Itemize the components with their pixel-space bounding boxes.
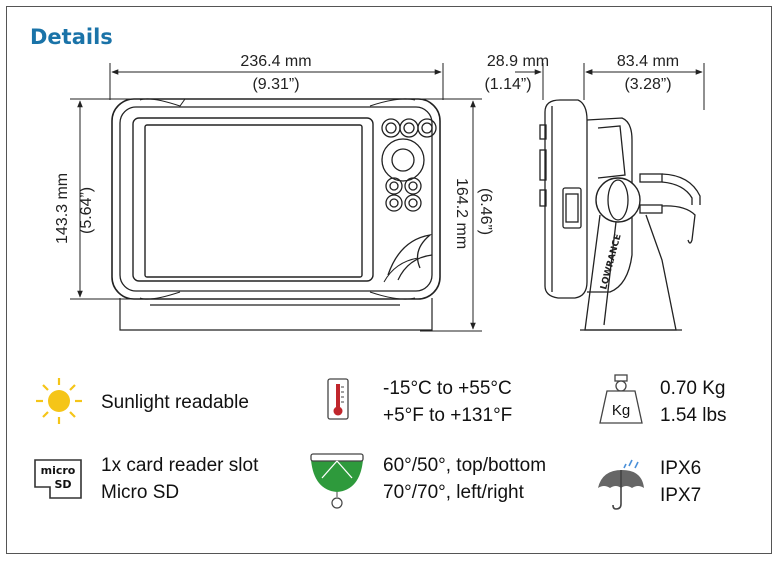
weight-lbs: 1.54 lbs [660, 405, 727, 426]
viewing-angle-horizontal: 70°/70°, left/right [383, 482, 524, 503]
width-mm-label: 236.4 mm [240, 53, 312, 70]
total-height-in-label: (6.46”) [477, 188, 494, 236]
umbrella-rain-icon [598, 459, 644, 510]
base-in-label: (3.28”) [624, 76, 672, 93]
sun-icon [36, 378, 82, 424]
viewing-angle-vertical: 60°/50°, top/bottom [383, 455, 547, 476]
ip-rating-6: IPX6 [660, 458, 702, 479]
screen-height-mm-label: 143.3 mm [54, 172, 71, 244]
card-label-bottom: SD [54, 478, 71, 491]
unit-side-view [539, 99, 701, 331]
weight-icon: Kg [599, 374, 643, 424]
weight-kg: 0.70 Kg [660, 378, 726, 399]
width-in-label: (9.31”) [252, 76, 300, 93]
weight-badge-text: Kg [612, 402, 630, 419]
card-type-label: Micro SD [101, 482, 180, 503]
unit-front-view [111, 98, 441, 331]
ip-rating-7: IPX7 [660, 485, 702, 506]
depth-mm-label: 28.9 mm [486, 53, 550, 70]
sunlight-label: Sunlight readable [101, 392, 249, 413]
section-title: Details [30, 25, 113, 49]
micro-sd-card-icon: micro SD [34, 459, 82, 499]
base-mm-label: 83.4 mm [616, 53, 680, 70]
thermometer-icon [327, 378, 349, 420]
depth-in-label: (1.14”) [484, 76, 532, 93]
viewing-angle-icon [310, 453, 364, 509]
temperature-celsius: -15°C to +55°C [383, 378, 512, 399]
screen-height-in-label: (5.64”) [78, 186, 95, 234]
brand-text: LOWRANCE [599, 233, 623, 291]
card-label-top: micro [41, 464, 76, 477]
temperature-fahrenheit: +5°F to +131°F [383, 405, 513, 426]
card-reader-label: 1x card reader slot [101, 455, 259, 476]
total-height-mm-label: 164.2 mm [453, 178, 470, 250]
